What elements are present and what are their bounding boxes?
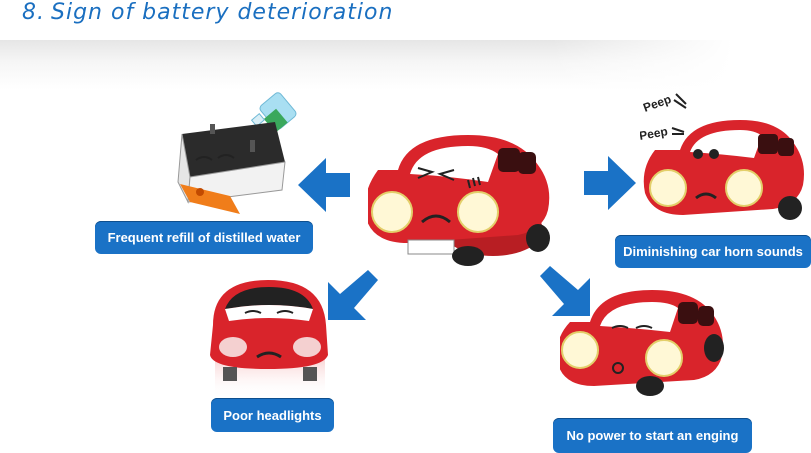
- horn-sound-1: Peep: [641, 92, 673, 115]
- headlights-car: [205, 275, 335, 400]
- headlights-label: Poor headlights: [211, 398, 334, 432]
- water-label: Frequent refill of distilled water: [95, 221, 313, 254]
- battery-illustration: [170, 92, 310, 217]
- water-bottle-icon: [250, 92, 297, 133]
- arrow-down-right-icon: [540, 266, 590, 316]
- arrow-right-icon: [584, 156, 636, 210]
- arrow-left-icon: [298, 158, 350, 212]
- page-title: 8.Sign of battery deterioration: [22, 0, 393, 25]
- title-text: Sign of battery deterioration: [51, 0, 394, 25]
- battery-icon: [177, 122, 286, 214]
- horn-car: Peep Peep: [640, 90, 811, 230]
- horn-sound-2: Peep: [640, 124, 669, 143]
- title-number: 8.: [22, 0, 45, 25]
- engine-car: [560, 282, 730, 412]
- arrow-down-left-icon: [328, 270, 378, 320]
- center-car: [368, 130, 558, 270]
- header-band: [0, 40, 811, 90]
- engine-label: No power to start an enging: [553, 418, 752, 453]
- horn-label: Diminishing car horn sounds: [615, 235, 811, 268]
